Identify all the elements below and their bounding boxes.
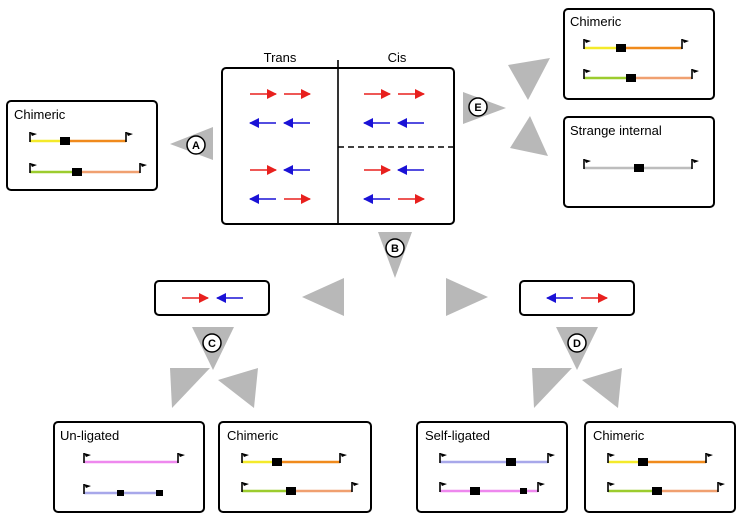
step-b-label: B [391,243,399,255]
chimeric-read-1 [29,131,134,145]
step-markers: A E B C D [186,97,587,353]
step-e-circle [468,97,488,117]
chimeric-read-2 [607,481,726,495]
left-chimeric-box: Chimeric [6,100,158,191]
self-ligated-read-1 [439,452,556,466]
box-title: Chimeric [14,107,66,122]
step-a-circle [186,135,206,155]
box-title: Chimeric [593,428,645,443]
step-e-label: E [474,102,481,114]
chimeric-read-1 [607,452,714,466]
internal-read [583,158,700,172]
inward-orientation-box [154,280,270,316]
self-ligated-box: Self-ligated [416,421,568,513]
flow-arrow-e-down [510,116,548,156]
chimeric-read-1 [583,38,690,52]
chimeric-read-1 [241,452,348,466]
trans-cis-panel: Trans Cis [221,50,458,225]
self-ligated-read-2 [439,481,546,495]
chimeric-read-2 [583,68,700,82]
step-c-label: C [208,338,216,350]
outward-orientation-box [519,280,635,316]
flow-arrow-right [446,278,488,316]
step-b-circle [385,238,405,258]
step-d-label: D [573,338,581,350]
box-title: Strange internal [570,123,662,138]
chimeric-read-2 [29,162,148,176]
flow-arrow-c-left [170,368,210,408]
step-c-circle [202,333,222,353]
unligated-box: Un-ligated [53,421,205,513]
top-right-chimeric-box: Chimeric [563,8,715,100]
flow-arrow-c-right [218,368,258,408]
box-title: Un-ligated [60,428,119,443]
step-d-circle [567,333,587,353]
box-title: Chimeric [570,14,622,29]
trans-header: Trans [264,50,297,65]
flow-arrow-d-right [582,368,622,408]
flow-arrow-e-up [508,58,550,100]
unligated-read-2 [83,483,163,496]
bottom-chimeric-box-1: Chimeric [218,421,372,513]
box-title: Chimeric [227,428,279,443]
step-a-label: A [192,140,200,152]
flow-arrow-d-left [532,368,572,408]
strange-internal-box: Strange internal [563,116,715,208]
cis-header: Cis [388,50,407,65]
unligated-read-1 [83,452,186,464]
box-title: Self-ligated [425,428,490,443]
chimeric-read-2 [241,481,360,495]
bottom-chimeric-box-2: Chimeric [584,421,736,513]
flow-arrow-left [302,278,344,316]
